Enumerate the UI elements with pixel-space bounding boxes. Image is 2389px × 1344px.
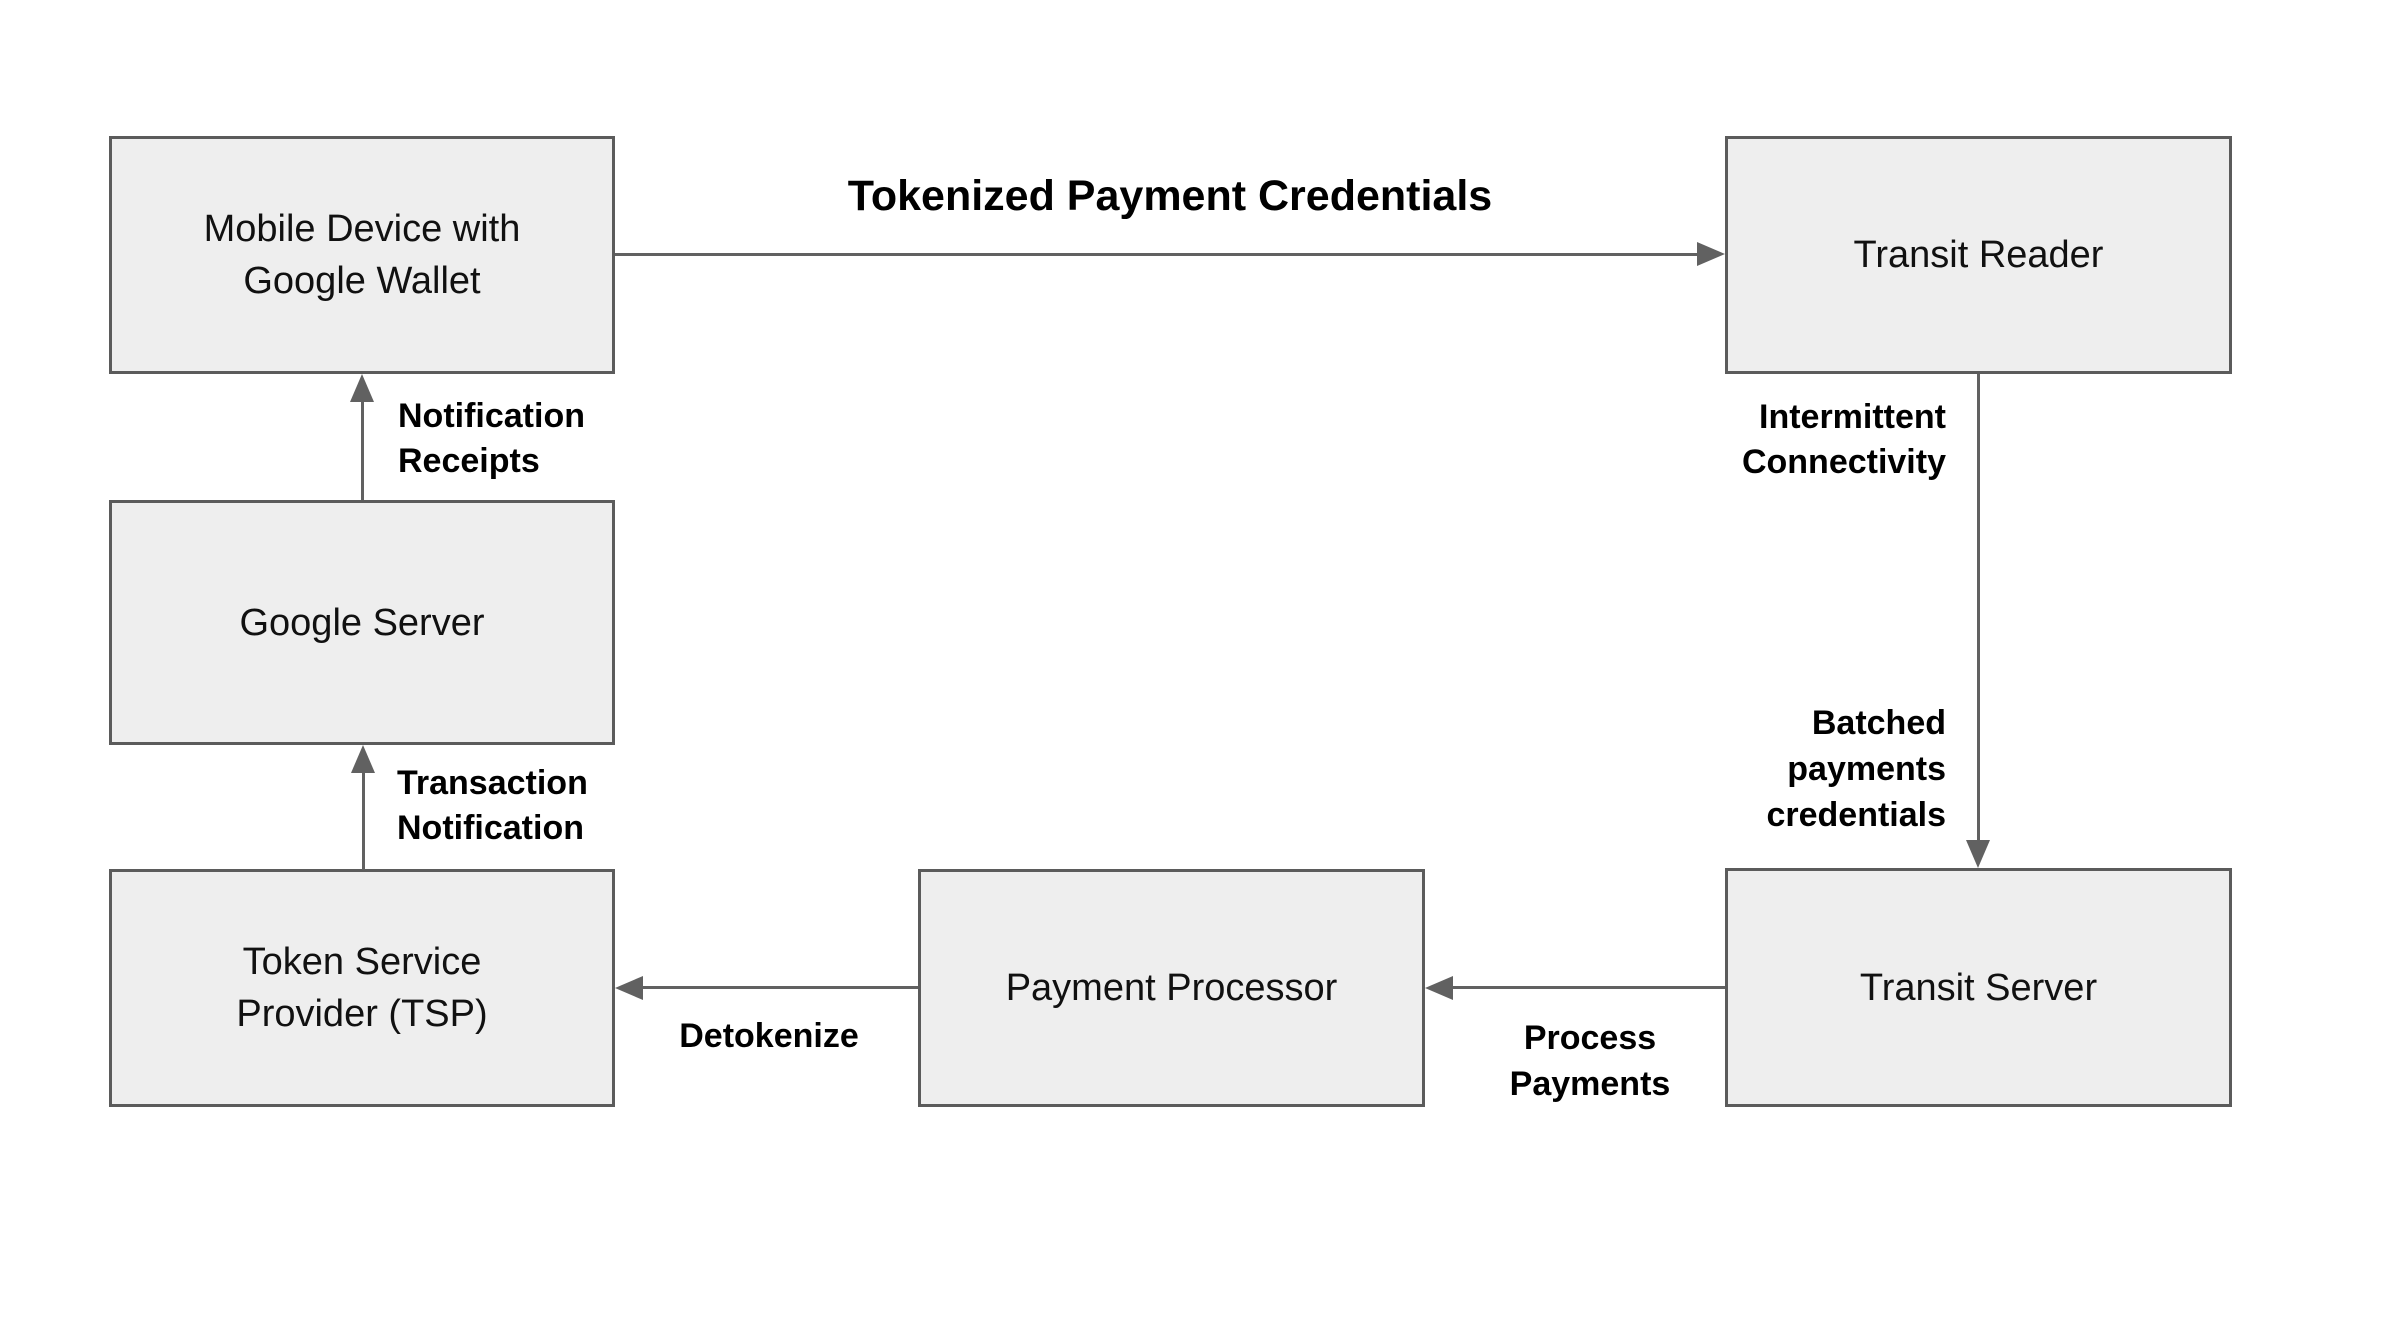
edge-label-tokenized-payment-credentials: Tokenized Payment Credentials (847, 172, 1493, 220)
arrowhead-right-icon (1697, 242, 1725, 266)
arrowhead-left-icon (615, 976, 643, 1000)
edge-label-batched-payments-credentials: Batched payments credentials (1766, 704, 1946, 834)
arrowhead-up-icon (350, 374, 374, 402)
edge-label-transaction-notification: Transaction Notification (397, 764, 588, 847)
connector-reader-to-server-line (1977, 374, 1980, 846)
node-transit-server: Transit Server (1725, 868, 2232, 1107)
node-transit-reader: Transit Reader (1725, 136, 2232, 374)
arrowhead-left-icon (1425, 976, 1453, 1000)
arrowhead-up-icon (351, 745, 375, 773)
edge-label-detokenize: Detokenize (679, 1017, 859, 1055)
node-token-service-provider: Token Service Provider (TSP) (109, 869, 615, 1107)
connector-tokenized-line (615, 253, 1700, 256)
edge-label-intermittent-connectivity: Intermittent Connectivity (1741, 398, 1946, 481)
edge-label-process-payments: Process Payments (1509, 1019, 1671, 1103)
connector-transaction-notification-line (362, 767, 365, 870)
node-google-server: Google Server (109, 500, 615, 745)
connector-notification-receipts-line (361, 396, 364, 500)
arrowhead-down-icon (1966, 840, 1990, 868)
node-mobile-device: Mobile Device with Google Wallet (109, 136, 615, 374)
connector-detokenize-line (640, 986, 918, 989)
edge-label-notification-receipts: Notification Receipts (398, 397, 585, 480)
connector-process-payments-line (1450, 986, 1725, 989)
node-payment-processor: Payment Processor (918, 869, 1425, 1107)
